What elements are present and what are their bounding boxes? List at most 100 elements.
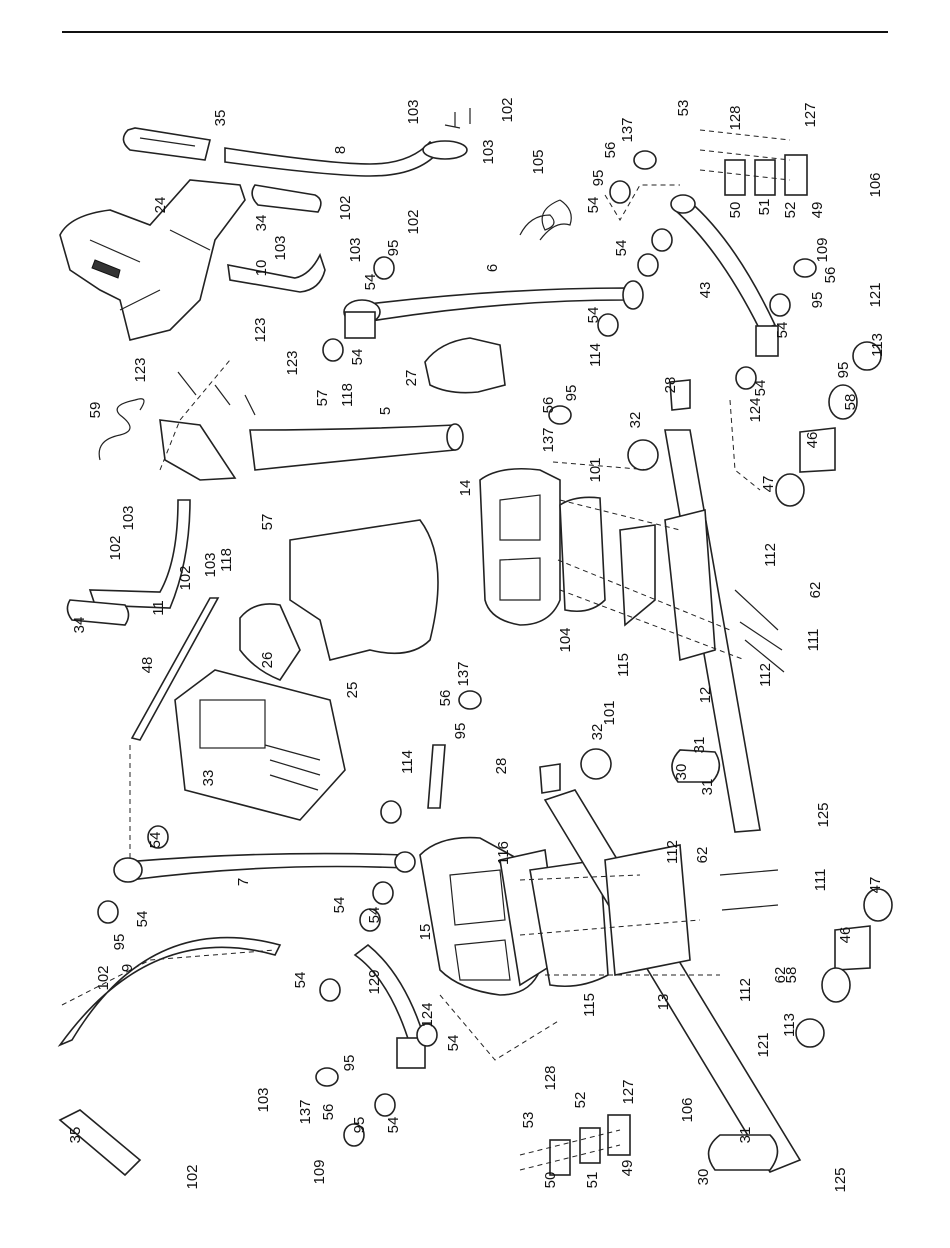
callout-105: 105 <box>530 149 547 174</box>
part-14-pedal <box>479 467 561 626</box>
part-12-rail <box>664 429 761 833</box>
part-10-handlebar <box>227 252 326 293</box>
callout-30a: 30 <box>673 764 690 781</box>
callout-115b: 115 <box>581 993 598 1017</box>
part-43-link-arm <box>670 194 779 357</box>
callout-102b: 102 <box>337 195 354 220</box>
callout-123a: 123 <box>132 357 149 382</box>
callout-137b: 137 <box>540 427 557 452</box>
callout-50b: 50 <box>542 1172 559 1189</box>
part-113-cap-lower <box>795 1018 825 1048</box>
part-26-cover <box>239 603 301 681</box>
callout-28a: 28 <box>662 377 679 394</box>
part-30-foot-upper <box>671 749 721 783</box>
callout-102g: 102 <box>184 1164 201 1189</box>
callout-47b: 47 <box>867 877 884 894</box>
part-bracket-assembly-upper <box>724 154 808 196</box>
part-115-pad-lower <box>529 859 609 988</box>
part-58-bearing <box>828 384 858 420</box>
callout-32a: 32 <box>627 412 644 429</box>
alignment-dashes <box>61 129 791 1171</box>
callout-15: 15 <box>417 924 434 941</box>
callout-103f: 103 <box>202 552 219 577</box>
callout-125a: 125 <box>815 802 832 827</box>
part-6-upper-arm <box>343 280 644 339</box>
callout-95d: 95 <box>563 385 580 402</box>
callout-46a: 46 <box>804 432 821 449</box>
part-113-cap <box>852 341 882 371</box>
callout-102a: 102 <box>499 97 516 122</box>
callout-52b: 52 <box>572 1092 589 1109</box>
callout-47a: 47 <box>760 476 777 493</box>
callout-54f: 54 <box>585 307 602 324</box>
callout-28b: 28 <box>493 758 510 775</box>
callout-50a: 50 <box>727 202 744 219</box>
callout-124a: 124 <box>747 397 764 422</box>
part-13-rail <box>543 789 802 1173</box>
callout-53b: 53 <box>520 1112 537 1129</box>
callout-6: 6 <box>484 264 501 272</box>
part-48-axle <box>130 597 220 741</box>
callout-127b: 127 <box>620 1079 637 1104</box>
callout-8: 8 <box>332 146 349 154</box>
callout-127a: 127 <box>802 102 819 127</box>
part-59-cable <box>98 398 145 461</box>
callout-58b: 58 <box>783 967 800 984</box>
part-58-bearing-lower <box>821 967 851 1003</box>
callout-118a: 118 <box>339 383 356 407</box>
callout-53a: 53 <box>675 100 692 117</box>
callout-111a: 111 <box>805 629 822 652</box>
part-34-grip-lower <box>66 599 130 626</box>
callout-113a: 113 <box>869 333 886 357</box>
callout-103a: 103 <box>405 99 422 124</box>
callout-137a: 137 <box>619 117 636 142</box>
callout-95g: 95 <box>111 934 128 951</box>
part-25-upright-shroud <box>289 519 439 661</box>
callout-121a: 121 <box>867 282 884 307</box>
callout-111b: 111 <box>812 869 829 892</box>
callout-54d: 54 <box>774 322 791 339</box>
part-8-upper-handlebar <box>224 140 468 177</box>
callout-5: 5 <box>377 407 394 415</box>
part-34-grip-upper <box>251 184 322 213</box>
callout-104: 104 <box>557 627 574 652</box>
callout-103e: 103 <box>120 505 137 530</box>
callout-54n: 54 <box>385 1117 402 1134</box>
callout-56b: 56 <box>822 267 839 284</box>
callout-34b: 34 <box>71 617 88 634</box>
callout-95c: 95 <box>809 292 826 309</box>
part-24-handle-shroud <box>59 179 246 341</box>
callout-103d: 103 <box>347 237 364 262</box>
callout-128b: 128 <box>542 1065 559 1090</box>
callout-34a: 34 <box>253 215 270 232</box>
callout-54j: 54 <box>366 907 383 924</box>
callout-101b: 101 <box>601 700 618 725</box>
callout-56c: 56 <box>540 397 557 414</box>
callout-102e: 102 <box>177 565 194 590</box>
callout-103b: 103 <box>480 139 497 164</box>
part-11-handlebar <box>88 499 191 609</box>
callout-103g: 103 <box>255 1087 272 1112</box>
callout-113b: 113 <box>781 1013 798 1037</box>
callout-95h: 95 <box>341 1055 358 1072</box>
callout-95a: 95 <box>590 170 607 187</box>
callout-62c: 62 <box>772 967 789 984</box>
fastener-accents <box>177 108 785 911</box>
callout-9: 9 <box>119 964 136 972</box>
callout-54a: 54 <box>585 197 602 214</box>
callout-116: 116 <box>495 841 512 865</box>
callout-123b: 123 <box>252 317 269 342</box>
callout-48: 48 <box>139 657 156 674</box>
part-30-foot-lower <box>707 1134 779 1171</box>
callout-43: 43 <box>697 282 714 299</box>
callout-35a: 35 <box>212 110 229 127</box>
callout-54g: 54 <box>752 380 769 397</box>
callout-54c: 54 <box>613 240 630 257</box>
callout-101a: 101 <box>587 457 604 482</box>
callout-137d: 137 <box>297 1099 314 1124</box>
callout-112c: 112 <box>664 840 681 864</box>
callout-26: 26 <box>259 652 276 669</box>
part-104-plate <box>559 496 606 613</box>
callout-121b: 121 <box>755 1032 772 1057</box>
callout-137c: 137 <box>455 661 472 686</box>
